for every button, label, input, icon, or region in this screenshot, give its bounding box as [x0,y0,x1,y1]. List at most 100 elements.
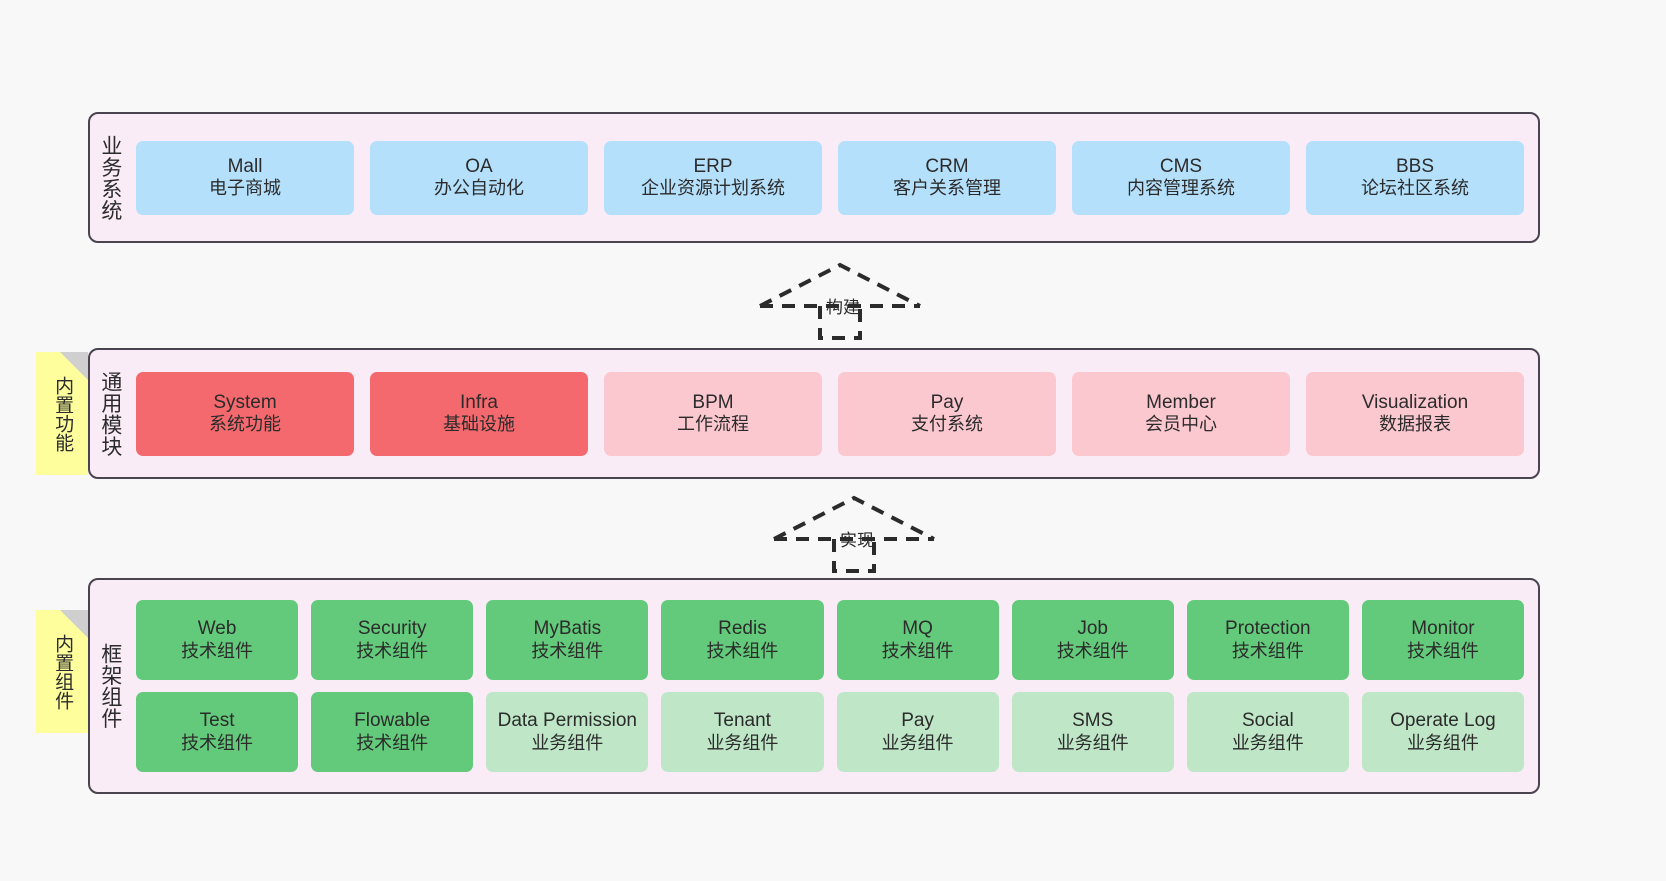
node-mq[interactable]: MQ 技术组件 [836,600,999,680]
node-title: Test [199,710,235,732]
node-infra[interactable]: Infra 基础设施 [370,371,588,456]
node-title: MyBatis [533,618,602,640]
node-sms[interactable]: SMS 业务组件 [1011,692,1174,772]
node-title: Mall [227,155,263,177]
node-subtitle: 技术组件 [181,732,254,753]
arrow-head-triangle [759,262,921,308]
node-bpm[interactable]: BPM 工作流程 [604,371,822,456]
node-subtitle: 业务组件 [1056,732,1129,753]
layer-body-common-module: System 系统功能 Infra 基础设施 BPM 工作流程 Pay 支付系统… [130,350,1538,477]
node-subtitle: 技术组件 [1056,640,1129,661]
sticky-note-builtin-component[interactable]: 内置组件 [36,610,88,733]
layer-body-business-system: Mall 电子商城 OA 办公自动化 ERP 企业资源计划系统 CRM 客户关系… [130,114,1538,241]
node-title: Monitor [1411,618,1475,640]
layer-business-system[interactable]: 业务系统 Mall 电子商城 OA 办公自动化 ERP 企业资源计划系统 CRM… [88,112,1540,243]
node-title: Member [1146,391,1216,413]
node-title: SMS [1072,710,1114,732]
node-title: Operate Log [1390,710,1496,732]
node-subtitle: 论坛社区系统 [1361,178,1469,199]
node-title: Infra [459,391,499,413]
node-subtitle: 工作流程 [677,414,749,435]
node-system[interactable]: System 系统功能 [136,371,354,456]
node-member[interactable]: Member 会员中心 [1072,371,1290,456]
node-title: Protection [1225,618,1311,640]
node-monitor[interactable]: Monitor 技术组件 [1361,600,1524,680]
connector-label-build: 构建 [826,298,860,317]
node-title: BBS [1395,155,1435,177]
node-operate-log[interactable]: Operate Log 业务组件 [1361,692,1524,772]
node-subtitle: 技术组件 [1406,640,1479,661]
node-subtitle: 业务组件 [1406,732,1479,753]
node-title: BPM [692,391,734,413]
arrow-stem [832,539,876,573]
node-job[interactable]: Job 技术组件 [1011,600,1174,680]
layer-common-module[interactable]: 通用模块 System 系统功能 Infra 基础设施 BPM 工作流程 Pay… [88,348,1540,479]
node-subtitle: 办公自动化 [434,178,524,199]
node-web[interactable]: Web 技术组件 [136,600,299,680]
node-title: Visualization [1361,391,1469,413]
arrow-stem [818,306,862,340]
node-title: Web [197,618,237,640]
node-title: Tenant [713,710,771,732]
connector-label-implement: 实现 [840,531,874,550]
node-row: System 系统功能 Infra 基础设施 BPM 工作流程 Pay 支付系统… [136,371,1524,456]
layer-title-business-system: 业务系统 [98,134,122,221]
node-redis[interactable]: Redis 技术组件 [661,600,824,680]
node-title: Job [1077,618,1108,640]
node-subtitle: 技术组件 [356,640,429,661]
node-subtitle: 技术组件 [181,640,254,661]
node-cms[interactable]: CMS 内容管理系统 [1072,140,1290,215]
node-social[interactable]: Social 业务组件 [1186,692,1349,772]
node-pay[interactable]: Pay 支付系统 [838,371,1056,456]
node-visualization[interactable]: Visualization 数据报表 [1306,371,1524,456]
layer-title-common-module: 通用模块 [98,370,122,457]
node-subtitle: 内容管理系统 [1127,178,1235,199]
node-pay-business[interactable]: Pay 业务组件 [836,692,999,772]
node-erp[interactable]: ERP 企业资源计划系统 [604,140,822,215]
node-title: MQ [902,618,933,640]
node-row: Mall 电子商城 OA 办公自动化 ERP 企业资源计划系统 CRM 客户关系… [136,140,1524,215]
node-subtitle: 业务组件 [1231,732,1304,753]
sticky-note-label: 内置功能 [52,375,74,452]
layer-title-framework-component: 框架组件 [98,643,122,729]
node-subtitle: 企业资源计划系统 [641,178,785,199]
node-subtitle: 技术组件 [356,732,429,753]
node-flowable[interactable]: Flowable 技术组件 [311,692,474,772]
layer-framework-component[interactable]: 框架组件 Web 技术组件 Security 技术组件 MyBatis 技术组件… [88,578,1540,794]
node-title: OA [465,155,493,177]
node-title: Data Permission [497,710,637,732]
arrow-head-triangle [773,495,935,541]
node-subtitle: 技术组件 [1231,640,1304,661]
node-oa[interactable]: OA 办公自动化 [370,140,588,215]
sticky-note-label: 内置组件 [52,633,74,710]
node-title: Pay [930,391,964,413]
node-subtitle: 会员中心 [1145,414,1217,435]
node-data-permission[interactable]: Data Permission 业务组件 [486,692,649,772]
node-subtitle: 数据报表 [1379,414,1451,435]
node-tenant[interactable]: Tenant 业务组件 [661,692,824,772]
node-title: ERP [693,155,733,177]
node-mall[interactable]: Mall 电子商城 [136,140,354,215]
node-test[interactable]: Test 技术组件 [136,692,299,772]
node-title: CRM [925,155,969,177]
connector-build: 构建 [757,262,923,340]
node-title: Flowable [354,710,431,732]
node-mybatis[interactable]: MyBatis 技术组件 [486,600,649,680]
node-subtitle: 业务组件 [706,732,779,753]
node-subtitle: 业务组件 [881,732,954,753]
node-subtitle: 业务组件 [531,732,604,753]
node-row: Test 技术组件 Flowable 技术组件 Data Permission … [136,692,1524,772]
node-protection[interactable]: Protection 技术组件 [1186,600,1349,680]
node-crm[interactable]: CRM 客户关系管理 [838,140,1056,215]
node-subtitle: 系统功能 [209,414,281,435]
node-bbs[interactable]: BBS 论坛社区系统 [1306,140,1524,215]
connector-implement: 实现 [771,495,937,573]
layer-body-framework-component: Web 技术组件 Security 技术组件 MyBatis 技术组件 Redi… [130,580,1538,792]
sticky-note-builtin-function[interactable]: 内置功能 [36,352,88,475]
node-title: Social [1241,710,1294,732]
node-security[interactable]: Security 技术组件 [311,600,474,680]
node-title: CMS [1159,155,1203,177]
node-subtitle: 客户关系管理 [893,178,1001,199]
node-subtitle: 技术组件 [706,640,779,661]
